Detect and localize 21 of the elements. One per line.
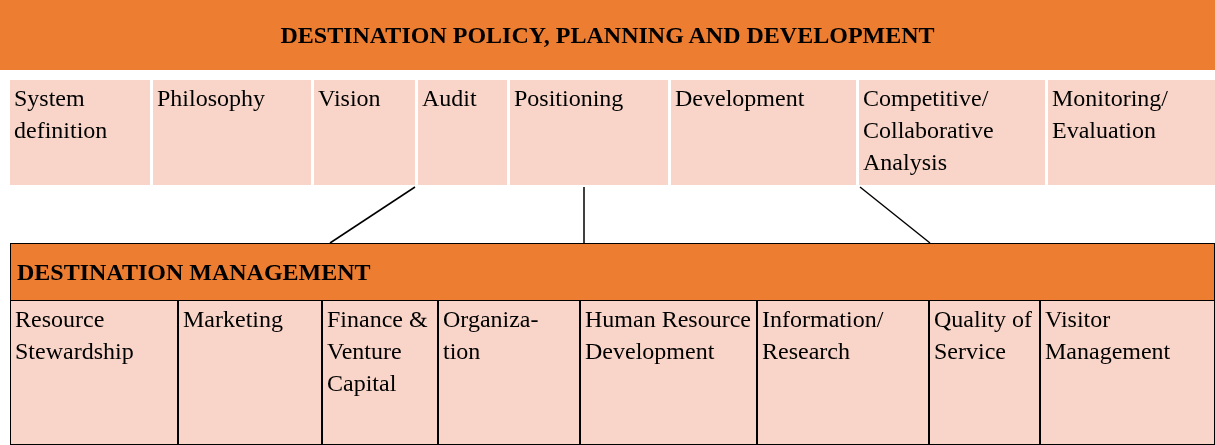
category-cell: Visitor Management [1040,300,1215,445]
category-cell: Monitoring/ Evaluation [1048,80,1215,185]
header-band: DESTINATION MANAGEMENT [10,243,1215,301]
category-cell: Positioning [510,80,668,185]
category-cell: Vision [314,80,415,185]
header-band: DESTINATION POLICY, PLANNING AND DEVELOPMENT [0,0,1215,70]
category-cell: Human Resource Development [580,300,757,445]
category-cell: Development [671,80,856,185]
category-cell: Information/ Research [757,300,929,445]
category-cell: Quality of Service [929,300,1040,445]
category-cell: Finance & Venture Capital [322,300,438,445]
connector-line [859,186,931,244]
category-cell: Organiza- tion [438,300,580,445]
category-cell: Philosophy [153,80,311,185]
category-cell: Resource Stewardship [10,300,178,445]
category-cell: Competitive/ Collaborative Analysis [859,80,1045,185]
category-cell: Marketing [178,300,322,445]
connector-line [583,186,585,244]
category-cell: System definition [10,80,150,185]
connector-line [329,186,416,244]
category-cell: Audit [418,80,507,185]
